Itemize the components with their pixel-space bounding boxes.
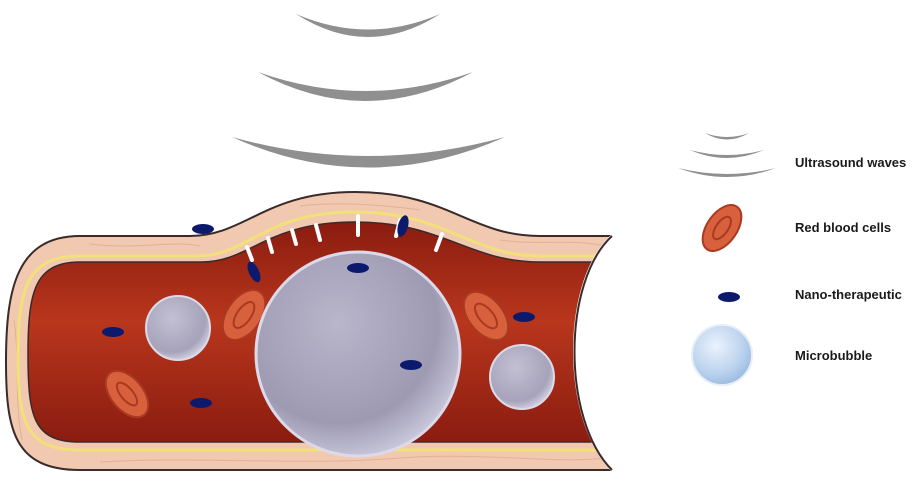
nano-therapeutic-particle	[347, 263, 369, 273]
nano-therapeutic-particle	[400, 360, 422, 370]
legend-label-microbubble: Microbubble	[795, 348, 872, 363]
legend-label-red-blood-cells: Red blood cells	[795, 220, 891, 235]
ultrasound-waves	[232, 14, 505, 168]
nano-therapeutic-particle	[190, 398, 212, 408]
microbubble-large	[256, 252, 460, 456]
microbubble-small	[490, 345, 554, 409]
legend-label-ultrasound: Ultrasound waves	[795, 155, 906, 170]
nano-therapeutic-icon	[718, 292, 740, 302]
nano-therapeutic-particle	[513, 312, 535, 322]
microbubble-small	[146, 296, 210, 360]
nano-therapeutic-particle	[102, 327, 124, 337]
nano-therapeutic-particle	[192, 224, 214, 234]
legend-label-nano-therapeutic: Nano-therapeutic	[795, 287, 902, 302]
ultrasound-wave-2	[258, 72, 473, 101]
ultrasound-wave-1	[296, 14, 440, 37]
legend: Ultrasound waves Red blood cells Nano-th…	[678, 133, 906, 385]
red-blood-cell-icon	[695, 198, 749, 258]
microbubble-icon	[692, 325, 752, 385]
ultrasound-waves-icon	[678, 133, 776, 177]
ultrasound-wave-3	[232, 137, 505, 168]
